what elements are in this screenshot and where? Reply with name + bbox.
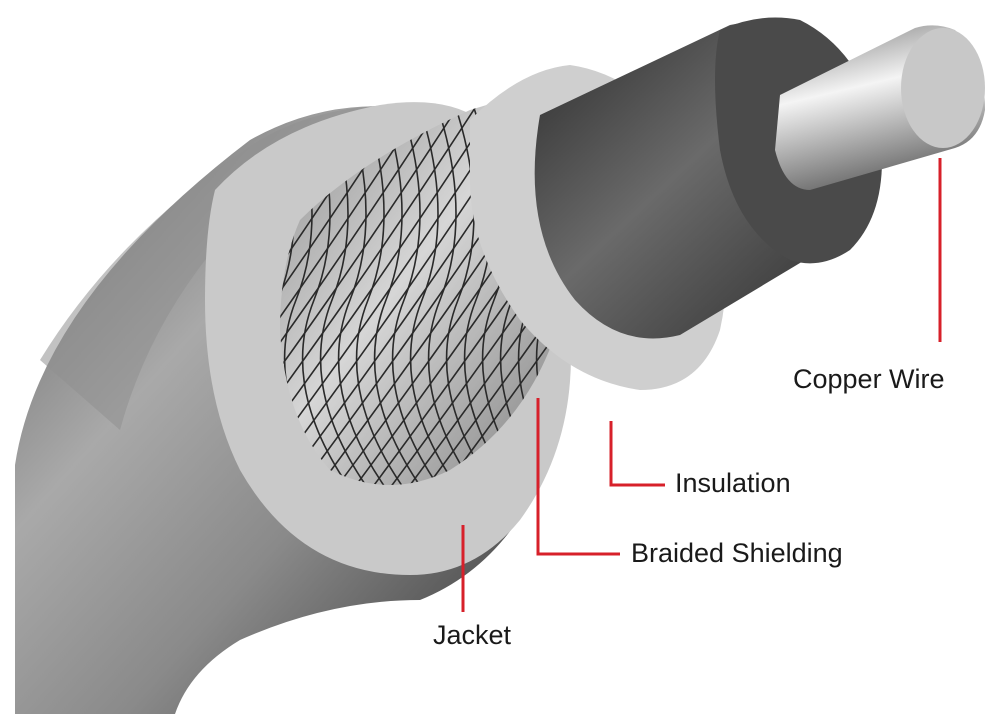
braid-strand — [329, 80, 583, 485]
braid-strand — [280, 80, 507, 485]
braid-strand — [383, 80, 465, 485]
copper-end-face — [901, 28, 985, 148]
leader-braided-shielding — [536, 398, 620, 556]
braid-strand — [280, 80, 471, 485]
label-copper-wire: Copper Wire — [793, 364, 945, 394]
leader-lines — [461, 158, 942, 612]
label-jacket: Jacket — [433, 620, 512, 650]
braid-strand — [280, 80, 489, 485]
braid-strand — [280, 80, 525, 485]
leader-insulation — [609, 421, 665, 487]
braid-strand — [401, 80, 483, 485]
braid-strand — [437, 80, 519, 485]
jacket-top-shade — [40, 105, 400, 430]
label-braided-shielding: Braided Shielding — [631, 538, 843, 568]
braid-strand — [419, 80, 501, 485]
label-insulation: Insulation — [675, 468, 791, 498]
